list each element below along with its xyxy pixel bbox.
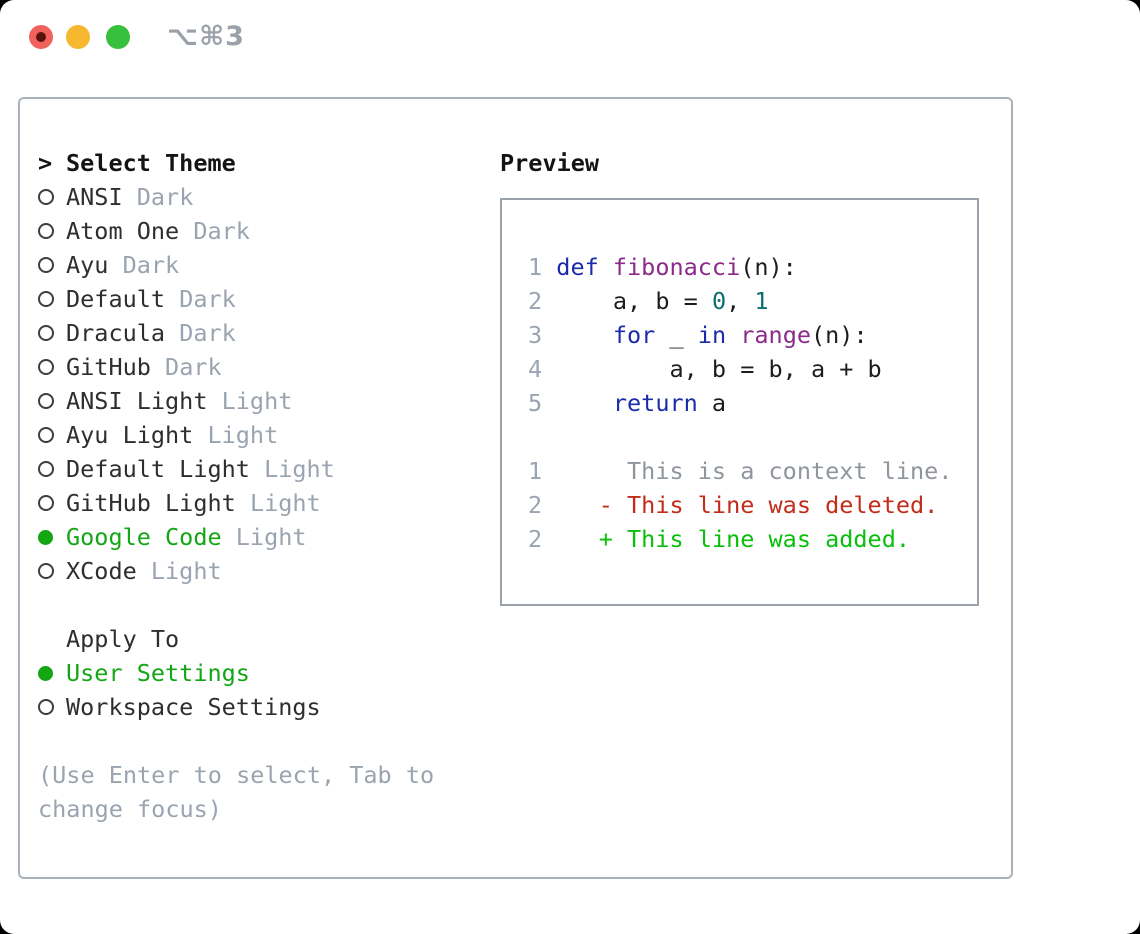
theme-option-ayu[interactable]: Ayu Dark: [38, 248, 434, 282]
code-line: 2 a, b = 0, 1: [528, 287, 769, 315]
preview-title: Preview: [500, 149, 600, 177]
theme-option-atom-one[interactable]: Atom One Dark: [38, 214, 434, 248]
theme-variant: Dark: [165, 353, 222, 381]
radio-icon: [38, 427, 66, 443]
theme-name: GitHub: [66, 353, 166, 381]
theme-name: ANSI: [66, 183, 137, 211]
apply-option-label: User Settings: [66, 659, 250, 687]
theme-variant: Dark: [136, 183, 194, 211]
radio-icon: [38, 257, 66, 273]
radio-icon: [38, 461, 66, 477]
theme-name: Ayu: [66, 251, 123, 279]
radio-icon: [38, 359, 66, 375]
apply-to-title: Apply To: [66, 625, 180, 653]
code-line: 3 for _ in range(n):: [528, 321, 868, 349]
theme-variant: Light: [221, 387, 293, 415]
zoom-button[interactable]: [106, 25, 130, 49]
theme-name: Ayu Light: [66, 421, 208, 449]
line-number: 4: [528, 355, 557, 383]
select-theme-title: Select Theme: [66, 149, 236, 177]
spacer: [38, 724, 434, 758]
theme-option-google-code[interactable]: Google Code Light: [38, 520, 434, 554]
line-number: 2: [528, 491, 557, 519]
theme-option-default[interactable]: Default Dark: [38, 282, 434, 316]
radio-icon: [38, 325, 66, 341]
preview-header: Preview: [500, 146, 979, 180]
code-line: 2 + This line was added.: [528, 525, 911, 553]
theme-option-ansi-light[interactable]: ANSI Light Light: [38, 384, 434, 418]
theme-variant: Light: [235, 523, 307, 551]
theme-name: GitHub Light: [66, 489, 250, 517]
radio-icon: [38, 291, 66, 307]
selection-cursor-icon: >: [38, 149, 53, 177]
radio-icon: [38, 189, 66, 205]
line-number: 2: [528, 525, 557, 553]
radio-icon: [38, 393, 66, 409]
radio-icon: [38, 699, 66, 715]
theme-option-dracula[interactable]: Dracula Dark: [38, 316, 434, 350]
title-bar: ⌥⌘3: [0, 0, 1140, 75]
apply-to-header: Apply To: [38, 622, 434, 656]
apply-option-user-settings[interactable]: User Settings: [38, 656, 434, 690]
theme-name: Default: [66, 285, 180, 313]
help-text-line2: change focus): [38, 795, 222, 823]
line-number: [528, 423, 556, 451]
radio-icon: [38, 563, 66, 579]
code-line: 1 This is a context line.: [528, 457, 953, 485]
theme-name: Dracula: [66, 319, 180, 347]
code-line: 4 a, b = b, a + b: [528, 355, 882, 383]
code-line: 5 return a: [528, 389, 727, 417]
theme-variant: Dark: [122, 251, 180, 279]
spacer: [38, 588, 434, 622]
theme-option-xcode[interactable]: XCode Light: [38, 554, 434, 588]
line-number: 3: [528, 321, 557, 349]
theme-option-ayu-light[interactable]: Ayu Light Light: [38, 418, 434, 452]
help-text-line1: (Use Enter to select, Tab to: [38, 761, 435, 789]
theme-name: XCode: [66, 557, 151, 585]
code-preview-box: 1 def fibonacci(n): 2 a, b = 0, 1 3 for _ …: [500, 198, 979, 606]
preview-panel: Preview 1 def fibonacci(n): 2 a, b = 0, 1…: [500, 146, 979, 606]
radio-selected-icon: [38, 529, 66, 545]
theme-variant: Light: [264, 455, 335, 483]
theme-option-github-light[interactable]: GitHub Light Light: [38, 486, 434, 520]
radio-icon: [38, 223, 66, 239]
code-line: 2 - This line was deleted.: [528, 491, 939, 519]
line-number: 1: [528, 253, 557, 281]
close-button[interactable]: [29, 25, 53, 49]
code-line: 1 def fibonacci(n):: [528, 253, 797, 281]
line-number: 5: [528, 389, 557, 417]
theme-variant: Dark: [179, 285, 236, 313]
theme-variant: Light: [150, 557, 222, 585]
select-theme-header: > Select Theme: [38, 146, 434, 180]
window-title: ⌥⌘3: [167, 21, 245, 52]
theme-variant: Light: [207, 421, 279, 449]
radio-icon: [38, 495, 66, 511]
minimize-button[interactable]: [66, 25, 90, 49]
theme-variant: Dark: [179, 319, 236, 347]
theme-name: Atom One: [66, 217, 194, 245]
theme-name: Default Light: [66, 455, 265, 483]
apply-option-workspace-settings[interactable]: Workspace Settings: [38, 690, 434, 724]
radio-selected-icon: [38, 665, 66, 681]
theme-option-ansi[interactable]: ANSI Dark: [38, 180, 434, 214]
theme-name: ANSI Light: [66, 387, 222, 415]
theme-name: Google Code: [66, 523, 236, 551]
line-number: 2: [528, 287, 557, 315]
line-number: 1: [528, 457, 557, 485]
close-dot-icon: [36, 32, 46, 42]
theme-option-github[interactable]: GitHub Dark: [38, 350, 434, 384]
code-line: [528, 420, 977, 454]
theme-option-default-light[interactable]: Default Light Light: [38, 452, 434, 486]
apply-option-label: Workspace Settings: [66, 693, 321, 721]
theme-variant: Dark: [193, 217, 250, 245]
theme-variant: Light: [249, 489, 321, 517]
